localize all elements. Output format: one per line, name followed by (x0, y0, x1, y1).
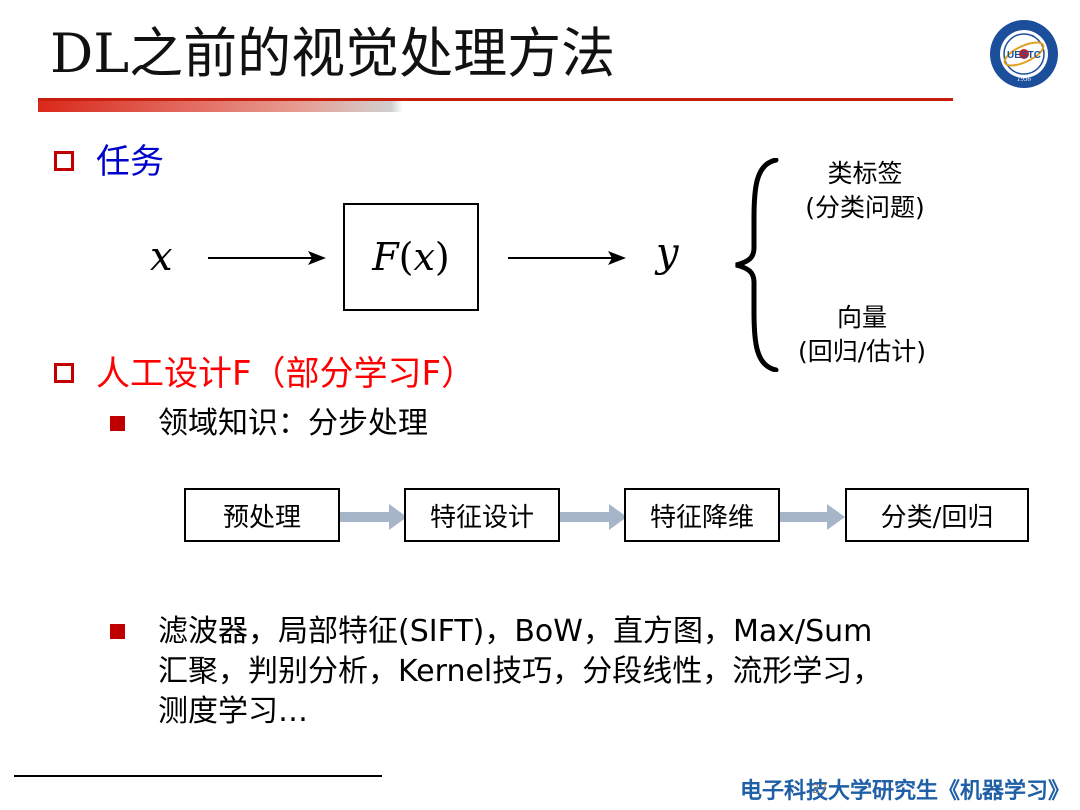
methods-line-2: 汇聚，判别分析，Kernel技巧，分段线性，流形学习， (158, 654, 883, 689)
pipeline-step-classify-regress: 分类/回归 (845, 488, 1029, 542)
university-logo: UESTC 1956 (990, 20, 1058, 88)
pipeline-arrows (339, 504, 845, 530)
logo-year: 1956 (1017, 75, 1032, 83)
title-underline (38, 98, 953, 112)
design-heading-text: 人工设计F（部分学习F） (96, 354, 476, 394)
methods-line-1: 滤波器，局部特征(SIFT)，BoW，直方图，Max/Sum (158, 614, 873, 649)
page-number: 27 (812, 782, 828, 796)
square-bullet-icon (110, 416, 125, 431)
bullet-methods-list: 滤波器，局部特征(SIFT)，BoW，直方图，Max/Sum 汇聚，判别分析，K… (158, 612, 1038, 732)
input-variable: x (150, 234, 173, 280)
arrow-icon (208, 251, 326, 265)
arrow-icon (508, 251, 626, 265)
pipeline-step-preprocess: 预处理 (184, 488, 340, 542)
pipeline-step-dim-reduction: 特征降维 (624, 488, 780, 542)
function-box: F(x) (343, 203, 479, 311)
function-name: F (372, 235, 399, 279)
output-variable: y (656, 230, 679, 276)
page-title: DL之前的视觉处理方法 (50, 22, 616, 85)
footer-rule (14, 775, 382, 777)
square-bullet-icon (110, 624, 125, 639)
pipeline-step-feature-design: 特征设计 (404, 488, 560, 542)
section-heading-design: 人工设计F（部分学习F） (54, 352, 475, 396)
function-arg: x (413, 235, 435, 279)
methods-line-3: 测度学习… (158, 694, 308, 729)
bullet-domain-knowledge: 领域知识：分步处理 (158, 406, 428, 441)
output-label-vector-note: (回归/估计) (798, 337, 926, 366)
checkbox-bullet-icon (54, 150, 74, 171)
checkbox-bullet-icon (54, 362, 74, 383)
output-label-vector: 向量 (836, 303, 887, 332)
output-label-class: 类标签 (827, 159, 903, 188)
task-heading-text: 任务 (96, 142, 164, 182)
curly-brace-icon (735, 158, 779, 372)
footer-course-title: 电子科技大学研究生《机器学习》 (739, 778, 1070, 804)
output-label-class-note: (分类问题) (805, 193, 925, 222)
section-heading-task: 任务 (54, 140, 164, 184)
logo-text: UESTC (1007, 50, 1041, 61)
